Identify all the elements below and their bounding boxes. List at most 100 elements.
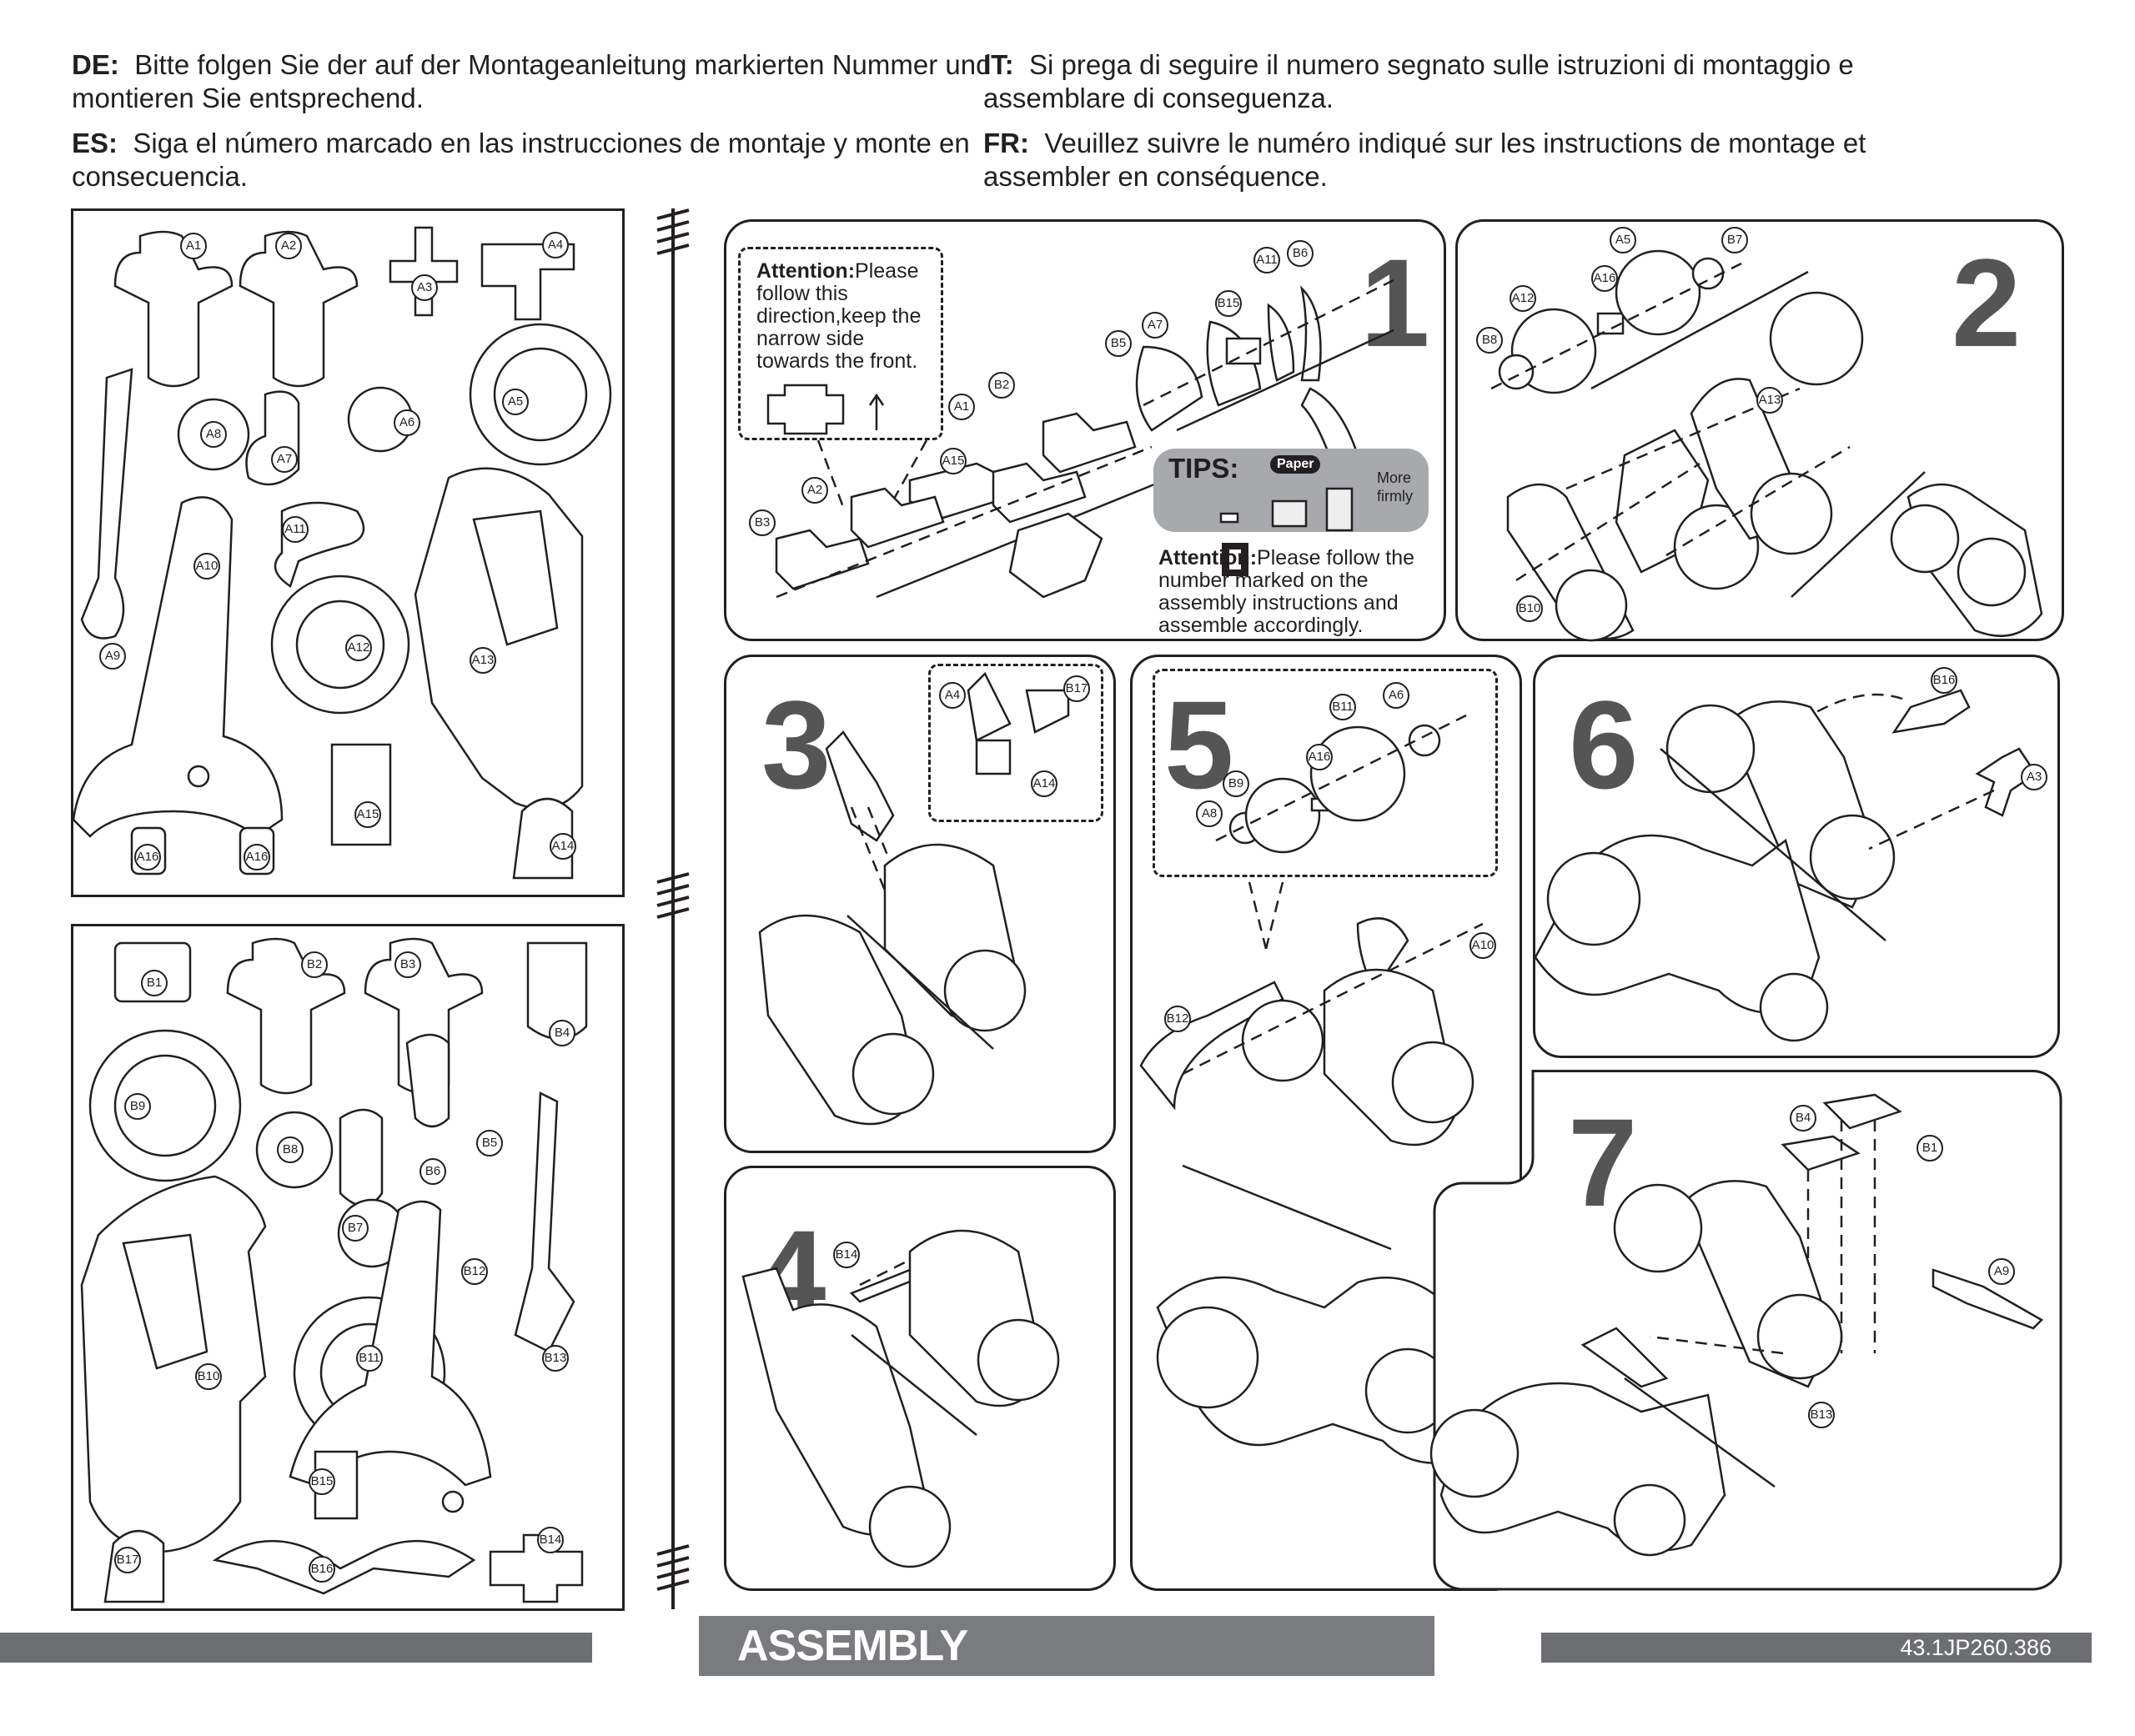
part-label: A5 <box>502 389 529 415</box>
step-6-drawing <box>1534 689 2037 1042</box>
step-1-drawing <box>766 278 1429 599</box>
part-label: B3 <box>749 509 776 536</box>
part-label: B6 <box>419 1158 446 1185</box>
direction-attention-note: Attention:Please follow this direction,k… <box>756 260 940 373</box>
detail-box <box>928 664 1103 822</box>
attention-text: Please follow this direction,keep the na… <box>756 259 922 373</box>
part-label: B15 <box>309 1468 335 1495</box>
part-label: A13 <box>470 647 496 674</box>
product-code: 43.1JP260.386 <box>1900 1635 2052 1660</box>
part-label: A9 <box>99 643 126 670</box>
part-label: B8 <box>1476 327 1503 354</box>
part-label: A6 <box>394 409 420 436</box>
part-label: A3 <box>411 274 438 301</box>
step-5-drawing <box>1139 714 1484 1464</box>
instruction-it-text: Si prega di seguire il numero segnato su… <box>983 49 1854 113</box>
part-label: B11 <box>1329 694 1356 720</box>
lang-code-de: DE: <box>72 49 119 80</box>
part-label: A15 <box>940 448 967 474</box>
part-label: A16 <box>1591 265 1618 292</box>
part-label: B10 <box>195 1363 222 1390</box>
step-4-drawing <box>741 1229 1060 1568</box>
lang-code-it: IT: <box>983 49 1014 80</box>
step-3-drawing <box>758 671 1070 1126</box>
footer-title: ASSEMBLY INSTRUCTIONS <box>737 1622 1053 1730</box>
part-label: B8 <box>277 1136 304 1163</box>
step-7-panel: 7 B4 B1 A9 B13 <box>1429 1070 2062 1591</box>
footer-subtitle: Motorcycle <box>1064 1693 1210 1727</box>
part-label: A14 <box>550 833 576 860</box>
part-label: B17 <box>114 1547 141 1573</box>
part-label: A10 <box>1469 932 1496 959</box>
instruction-fr: FR: Veuillez suivre le numéro indiqué su… <box>983 127 1926 193</box>
part-label: B5 <box>476 1130 503 1156</box>
footer-banner: ASSEMBLY INSTRUCTIONS Motorcycle <box>699 1616 1434 1730</box>
step-number: 3 <box>761 675 831 815</box>
part-label: A4 <box>939 682 966 709</box>
parts-sheet-b: B1 B2 B3 B4 B5 B6 B7 B8 B9 B10 B11 B12 B… <box>71 924 625 1611</box>
part-label: B1 <box>141 970 168 996</box>
step-7-drawing <box>1429 1093 2044 1557</box>
part-label: B12 <box>461 1258 488 1285</box>
part-label: B15 <box>1215 290 1242 317</box>
parts-sheet-a: A1 A2 A3 A4 A5 A6 A7 A8 A9 A10 A11 A12 A… <box>71 208 625 897</box>
part-label: A10 <box>193 553 220 580</box>
part-label: B16 <box>309 1556 335 1583</box>
footer-bar-right <box>1541 1633 2092 1663</box>
part-label: A2 <box>801 477 828 504</box>
part-label: B6 <box>1287 240 1314 267</box>
part-label: B3 <box>394 951 421 978</box>
paper-tag: Paper <box>1270 455 1321 474</box>
more-firmly-note: More firmly <box>1377 469 1413 504</box>
step-4-panel: 4 B14 <box>724 1166 1116 1591</box>
part-label: A9 <box>1988 1258 2015 1285</box>
footer-bar-left <box>0 1633 592 1663</box>
instruction-de-text: Bitte folgen Sie der auf der Montageanle… <box>72 49 992 113</box>
part-label: B16 <box>1931 667 1957 694</box>
part-label: A4 <box>542 232 569 258</box>
step-number: 6 <box>1569 675 1639 815</box>
part-label: B7 <box>342 1215 369 1242</box>
part-label: B13 <box>1808 1402 1835 1428</box>
part-label: B10 <box>1516 595 1543 622</box>
part-label: A11 <box>1253 247 1280 273</box>
attention-title: Attention: <box>756 259 856 283</box>
part-label: A8 <box>200 421 227 448</box>
lang-code-fr: FR: <box>983 128 1029 158</box>
step-number: 1 <box>1360 233 1430 373</box>
part-label: B14 <box>833 1242 860 1268</box>
part-label: B13 <box>542 1345 569 1372</box>
instruction-es-text: Siga el número marcado en las instruccio… <box>72 128 970 192</box>
direction-attention-box <box>738 247 943 440</box>
part-label: B2 <box>301 951 328 978</box>
part-label: B2 <box>988 372 1015 399</box>
part-label: A2 <box>275 233 302 259</box>
part-label: A7 <box>1142 312 1168 339</box>
part-label: B9 <box>1223 770 1249 797</box>
step-2-drawing <box>1490 249 2043 642</box>
part-label: A6 <box>1383 682 1409 709</box>
part-label: A15 <box>354 801 381 828</box>
part-label: A7 <box>271 446 298 473</box>
part-label: A16 <box>244 844 270 871</box>
part-label: A3 <box>2021 764 2047 790</box>
step-number: 2 <box>1952 233 2022 373</box>
part-label: A1 <box>180 233 207 259</box>
sheet-b-parts-drawing <box>80 937 588 1603</box>
part-label: B5 <box>1105 330 1132 357</box>
part-label: B9 <box>124 1093 151 1120</box>
instruction-de: DE: Bitte folgen Sie der auf der Montage… <box>72 48 1014 115</box>
step-1-panel: 1 Attention:Please follow this direction… <box>724 219 1446 641</box>
step-2-panel: 2 A5 B7 A16 A12 B8 A13 B10 <box>1455 219 2064 642</box>
sheet-a-parts-drawing <box>72 226 612 880</box>
part-label: A14 <box>1031 770 1057 797</box>
part-label: A8 <box>1196 800 1223 827</box>
step-6-panel: 6 B16 A3 <box>1533 655 2060 1058</box>
attention-title: Attention: <box>1158 546 1258 569</box>
part-label: B11 <box>356 1345 383 1372</box>
part-label: A12 <box>1510 285 1536 312</box>
part-label: B17 <box>1063 675 1090 702</box>
part-label: B1 <box>1916 1135 1943 1162</box>
step-number: 5 <box>1164 675 1234 815</box>
part-label: A12 <box>345 635 372 661</box>
